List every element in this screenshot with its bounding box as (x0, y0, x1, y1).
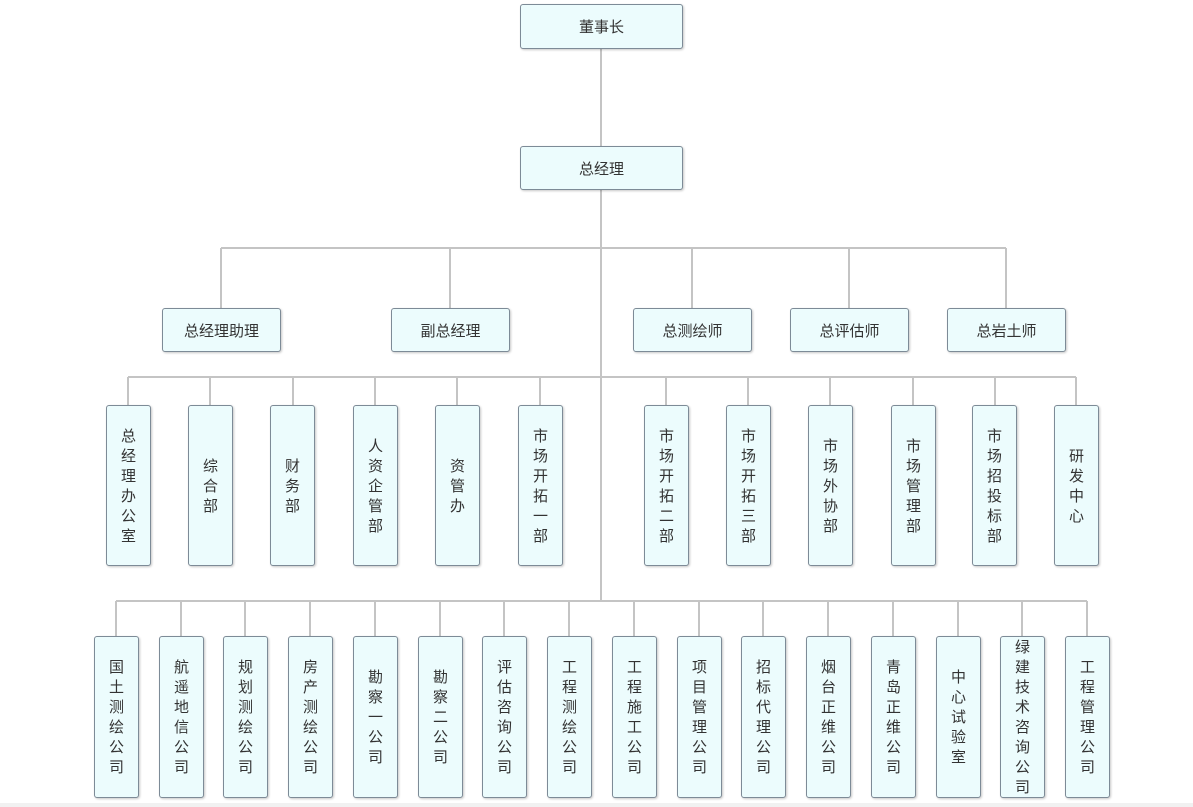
chairman-label: 董事长 (578, 18, 624, 36)
department-label: 综合部 (202, 456, 218, 515)
subsidiary-node[interactable]: 国土测绘公司 (94, 636, 139, 798)
executive-label: 总经理助理 (183, 321, 259, 340)
subsidiary-label: 勘察二公司 (432, 668, 448, 766)
department-node[interactable]: 研发中心 (1054, 405, 1099, 566)
department-label: 财务部 (284, 456, 300, 515)
subsidiary-node[interactable]: 项目管理公司 (677, 636, 722, 798)
subsidiary-node[interactable]: 工程管理公司 (1065, 636, 1110, 798)
subsidiary-node[interactable]: 工程施工公司 (612, 636, 657, 798)
subsidiary-label: 青岛正维公司 (885, 658, 901, 776)
executive-node-deputy-gm[interactable]: 副总经理 (391, 308, 510, 352)
department-label: 市场开拓二部 (658, 426, 674, 545)
subsidiary-node[interactable]: 勘察一公司 (353, 636, 398, 798)
executive-label: 副总经理 (420, 321, 481, 340)
subsidiary-label: 工程管理公司 (1079, 658, 1095, 776)
subsidiary-label: 绿建技术咨询公司 (1014, 638, 1030, 796)
subsidiary-label: 项目管理公司 (691, 658, 707, 776)
subsidiary-label: 国土测绘公司 (108, 658, 124, 776)
subsidiary-node[interactable]: 招标代理公司 (741, 636, 786, 798)
subsidiary-label: 规划测绘公司 (237, 658, 253, 776)
department-label: 市场管理部 (905, 436, 921, 535)
department-label: 总经理办公室 (120, 426, 136, 545)
general-manager-label: 总经理 (578, 159, 624, 178)
department-node[interactable]: 市场管理部 (891, 405, 936, 566)
executive-label: 总测绘师 (662, 321, 723, 340)
subsidiary-label: 中心试验室 (950, 668, 966, 766)
department-node[interactable]: 综合部 (188, 405, 233, 566)
department-label: 市场招投标部 (986, 426, 1002, 545)
department-label: 人资企管部 (367, 436, 383, 535)
executive-node-chief-geotechnical[interactable]: 总岩土师 (947, 308, 1066, 352)
department-label: 市场外协部 (822, 436, 838, 535)
subsidiary-node[interactable]: 规划测绘公司 (223, 636, 268, 798)
executive-label: 总评估师 (819, 321, 880, 340)
subsidiary-node[interactable]: 工程测绘公司 (547, 636, 592, 798)
executive-node-gm-assistant[interactable]: 总经理助理 (162, 308, 281, 352)
subsidiary-node[interactable]: 青岛正维公司 (871, 636, 916, 798)
subsidiary-node[interactable]: 房产测绘公司 (288, 636, 333, 798)
chairman-node[interactable]: 董事长 (520, 4, 683, 49)
executive-node-chief-surveyor[interactable]: 总测绘师 (633, 308, 752, 352)
subsidiary-label: 房产测绘公司 (302, 658, 318, 776)
department-node[interactable]: 人资企管部 (353, 405, 398, 566)
department-node[interactable]: 财务部 (270, 405, 315, 566)
subsidiary-node[interactable]: 评估咨询公司 (482, 636, 527, 798)
subsidiary-label: 烟台正维公司 (820, 658, 836, 776)
department-label: 资管办 (449, 456, 465, 515)
subsidiary-node[interactable]: 烟台正维公司 (806, 636, 851, 798)
subsidiary-label: 航遥地信公司 (173, 658, 189, 776)
subsidiary-node[interactable]: 勘察二公司 (418, 636, 463, 798)
horizontal-scrollbar-track[interactable] (0, 803, 1193, 807)
department-node[interactable]: 市场招投标部 (972, 405, 1017, 566)
subsidiary-label: 招标代理公司 (755, 658, 771, 776)
subsidiary-node[interactable]: 绿建技术咨询公司 (1000, 636, 1045, 798)
subsidiary-label: 勘察一公司 (367, 668, 383, 766)
department-node[interactable]: 市场外协部 (808, 405, 853, 566)
department-label: 研发中心 (1068, 446, 1084, 525)
department-node[interactable]: 市场开拓一部 (518, 405, 563, 566)
subsidiary-node[interactable]: 中心试验室 (936, 636, 981, 798)
department-label: 市场开拓一部 (532, 426, 548, 545)
department-node[interactable]: 总经理办公室 (106, 405, 151, 566)
department-node[interactable]: 资管办 (435, 405, 480, 566)
subsidiary-label: 评估咨询公司 (496, 658, 512, 776)
department-label: 市场开拓三部 (740, 426, 756, 545)
executive-label: 总岩土师 (976, 321, 1037, 340)
executive-node-chief-appraiser[interactable]: 总评估师 (790, 308, 909, 352)
department-node[interactable]: 市场开拓三部 (726, 405, 771, 566)
subsidiary-label: 工程施工公司 (626, 658, 642, 776)
subsidiary-node[interactable]: 航遥地信公司 (159, 636, 204, 798)
subsidiary-label: 工程测绘公司 (561, 658, 577, 776)
general-manager-node[interactable]: 总经理 (520, 146, 683, 190)
department-node[interactable]: 市场开拓二部 (644, 405, 689, 566)
